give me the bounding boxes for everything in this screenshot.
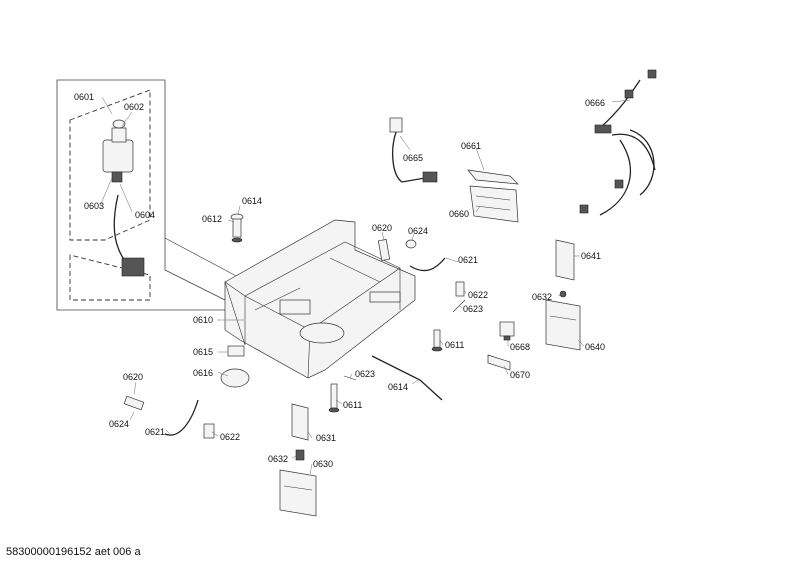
part-label-0604: 0604 [135, 210, 156, 220]
part-label-0612: 0612 [202, 214, 223, 224]
inlet-valve-part [102, 119, 145, 277]
part-label-0601: 0601 [74, 92, 95, 102]
part-label-0622-bottom: 0622 [220, 432, 241, 442]
hinge-part-right [545, 239, 581, 351]
part-label-0666: 0666 [585, 98, 606, 108]
part-label-0615: 0615 [193, 347, 214, 357]
foot-part-0612 [230, 213, 244, 243]
part-label-0602: 0602 [124, 102, 145, 112]
part-label-0621-bottom: 0621 [145, 427, 166, 437]
part-label-0631: 0631 [316, 433, 337, 443]
part-label-0623-top: 0623 [463, 304, 484, 314]
bottom-left-parts [123, 345, 250, 439]
part-label-0616: 0616 [193, 368, 214, 378]
part-label-0624-top: 0624 [408, 226, 429, 236]
part-label-0624-bottom: 0624 [109, 419, 130, 429]
base-frame-part [224, 219, 416, 379]
part-label-0632-right: 0632 [532, 292, 553, 302]
part-label-0611-bottom: 0611 [343, 400, 363, 410]
top-small-parts [377, 239, 466, 352]
detail-inset [56, 79, 246, 311]
leader-lines [99, 96, 631, 475]
part-label-0670: 0670 [510, 370, 531, 380]
part-label-0668: 0668 [510, 342, 531, 352]
part-label-0665: 0665 [403, 153, 424, 163]
part-label-0641: 0641 [581, 251, 602, 261]
power-cable-part [389, 117, 438, 183]
part-label-0661: 0661 [461, 141, 482, 151]
part-label-0640: 0640 [585, 342, 606, 352]
part-label-0660: 0660 [449, 209, 470, 219]
part-label-0611-top: 0611 [445, 340, 465, 350]
bottom-center-parts [328, 355, 443, 413]
document-id: 58300000196152 aet 006 a [6, 546, 141, 558]
part-label-0632-bottom: 0632 [268, 454, 289, 464]
part-label-0622-top: 0622 [468, 290, 489, 300]
hinge-part-bottom [279, 403, 317, 517]
part-label-0621-top: 0621 [458, 255, 479, 265]
part-label-0603: 0603 [84, 201, 105, 211]
part-label-0614-top: 0614 [242, 196, 263, 206]
part-label-0630: 0630 [313, 459, 334, 469]
wiring-harness-part [579, 69, 657, 216]
right-small-parts [487, 321, 515, 371]
housing-part-0661 [467, 169, 519, 223]
part-label-0623-bottom: 0623 [355, 369, 376, 379]
part-label-0620-bottom: 0620 [123, 372, 144, 382]
part-label-0614-bottom: 0614 [388, 382, 409, 392]
part-label-0610: 0610 [193, 315, 214, 325]
part-label-0620-top: 0620 [372, 223, 393, 233]
